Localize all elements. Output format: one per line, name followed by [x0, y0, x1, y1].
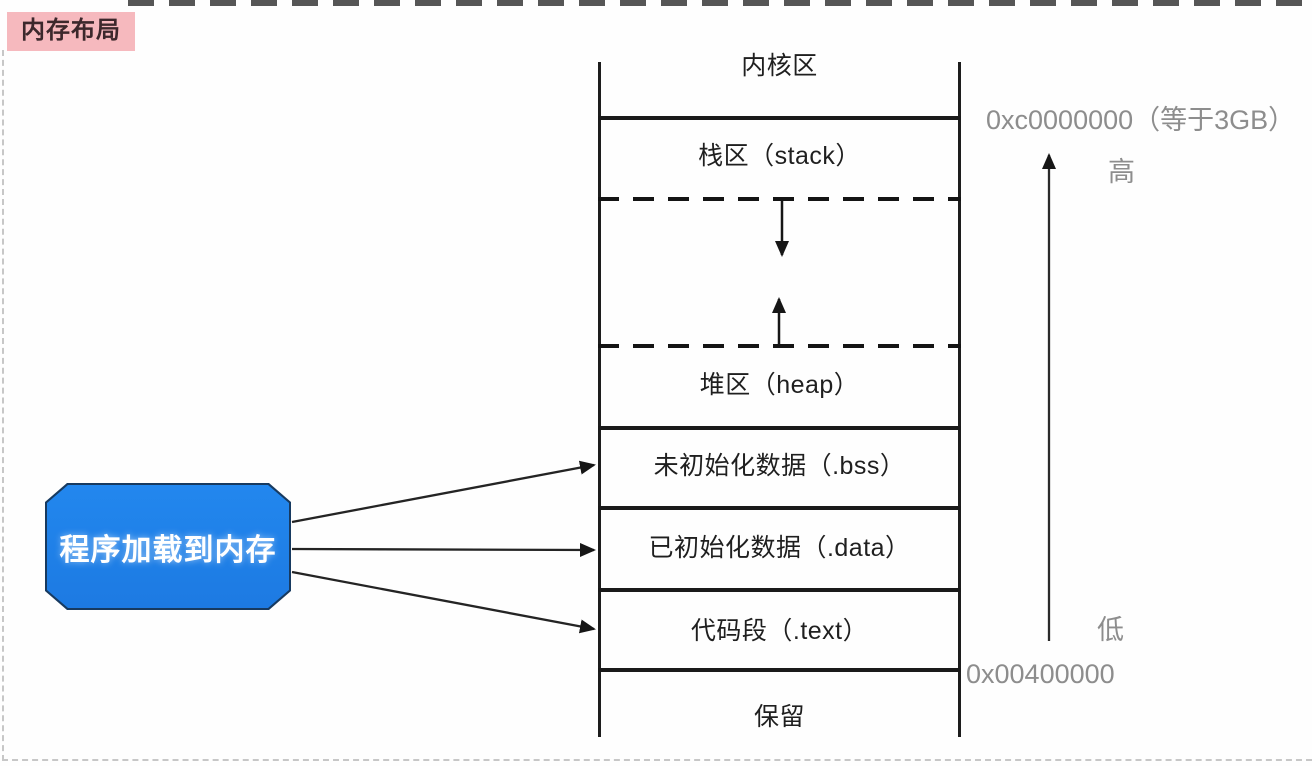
arrow-box-to-text-icon	[291, 570, 596, 634]
boundary-text-reserved	[598, 668, 961, 672]
column-left-wall	[598, 62, 601, 737]
column-right-wall	[958, 62, 961, 737]
title-badge: 内存布局	[7, 12, 135, 51]
boundary-kernel-stack	[598, 116, 961, 120]
arrow-box-to-bss-icon	[291, 460, 596, 524]
high-label: 高	[1108, 157, 1135, 187]
section-reserved: 保留	[753, 703, 805, 731]
section-data: 已初始化数据（.data）	[648, 534, 911, 562]
boundary-heap-bss	[598, 426, 961, 430]
section-stack: 栈区（stack）	[698, 142, 861, 170]
arrow-box-to-data-icon	[291, 542, 596, 557]
section-heap: 堆区（heap）	[699, 371, 860, 399]
high-address-label: 0xc0000000（等于3GB）	[986, 105, 1296, 135]
section-kernel: 内核区	[741, 52, 818, 80]
boundary-stack-gap-dashed	[598, 197, 961, 201]
boundary-data-text	[598, 588, 961, 592]
program-load-box-fill: 程序加载到内存	[47, 485, 289, 608]
section-text: 代码段（.text）	[690, 617, 869, 645]
program-load-box: 程序加载到内存	[45, 483, 291, 610]
program-load-box-label: 程序加载到内存	[59, 533, 277, 567]
low-address-label: 0x00400000	[966, 659, 1115, 689]
dashed-frame-border	[2, 50, 1312, 761]
boundary-bss-data	[598, 506, 961, 510]
top-cropped-dashed-line	[128, 0, 1312, 6]
section-bss: 未初始化数据（.bss）	[653, 452, 906, 480]
boundary-gap-heap-dashed	[598, 344, 961, 348]
low-label: 低	[1097, 615, 1124, 645]
